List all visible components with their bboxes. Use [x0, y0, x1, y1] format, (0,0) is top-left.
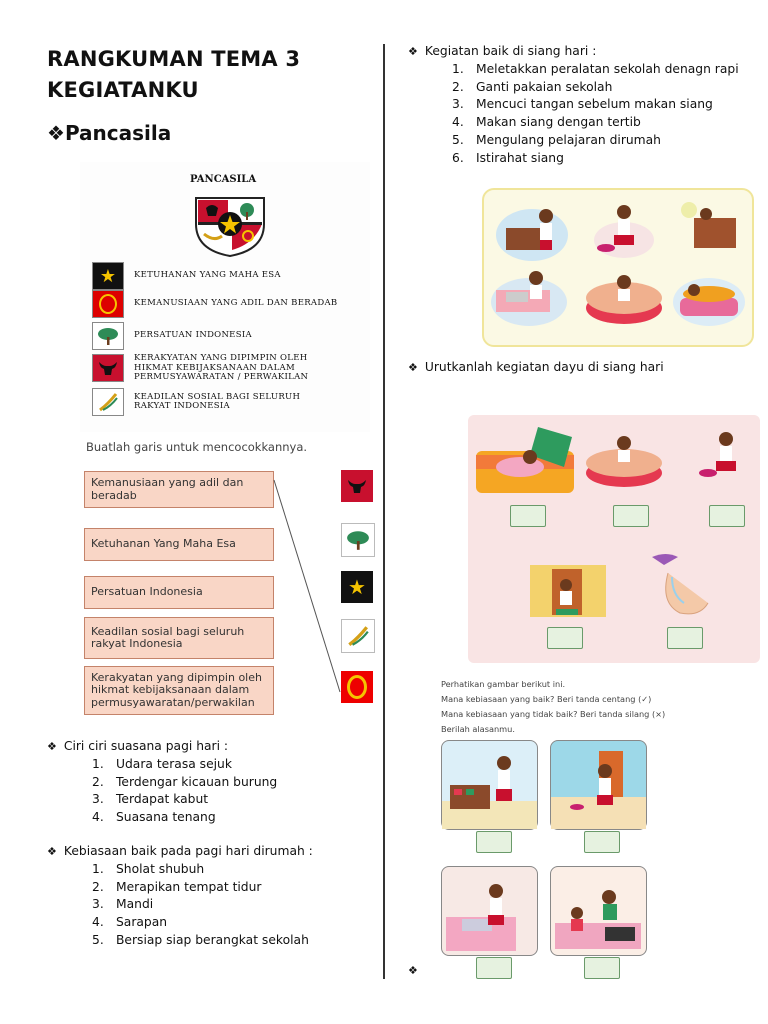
diamond-bullet-icon: ❖	[408, 361, 418, 374]
list-item: 3.Terdapat kabut	[92, 792, 209, 807]
list-item: 4.Sarapan	[92, 915, 168, 930]
sort-activities-heading: ❖Urutkanlah kegiatan dayu di siang hari	[408, 360, 664, 374]
star-symbol-icon[interactable]: ★	[341, 571, 373, 603]
pancasila-principle-5: KEADILAN SOSIAL BAGI SELURUH RAKYAT INDO…	[92, 388, 334, 416]
garuda-shield-icon	[195, 197, 265, 258]
exercise-card-4	[550, 866, 647, 956]
list-item: 3.Mandi	[92, 897, 154, 912]
diamond-bullet-icon: ❖	[47, 845, 57, 858]
list-item: 6.Istirahat siang	[452, 150, 564, 165]
putting-away-books-icon	[442, 756, 537, 829]
star-icon: ★	[92, 262, 124, 290]
column-divider	[383, 44, 385, 979]
activities-scene-icon	[491, 202, 745, 326]
playing-kitchen-icon	[555, 890, 641, 949]
exercise-card-3	[441, 866, 538, 956]
list-item: 4.Makan siang dengan tertib	[452, 115, 641, 130]
diamond-bullet-icon: ❖	[408, 964, 418, 977]
answer-box-3[interactable]	[709, 505, 745, 527]
matching-instruction: Buatlah garis untuk mencocokkannya.	[86, 440, 308, 454]
bull-head-symbol-icon[interactable]	[341, 470, 373, 502]
pancasila-figure: PANCASILA ★ KETUHANAN YANG MAHA ESA KEMA…	[80, 162, 370, 432]
answer-box-4[interactable]	[547, 627, 583, 649]
rice-cotton-symbol-icon[interactable]	[341, 619, 375, 653]
sorting-scene-icon	[476, 427, 736, 617]
answer-box-6[interactable]	[476, 831, 512, 853]
rice-cotton-icon	[92, 388, 124, 416]
answer-box-7[interactable]	[584, 831, 620, 853]
match-box-4[interactable]: Keadilan sosial bagi seluruh rakyat Indo…	[84, 617, 274, 659]
afternoon-activities-section: ❖Kegiatan baik di siang hari : 1.Meletak…	[408, 43, 742, 168]
answer-box-8[interactable]	[476, 957, 512, 979]
messy-shoes-icon	[551, 751, 646, 829]
banyan-tree-symbol-icon[interactable]	[341, 523, 375, 557]
exercise-instructions: Perhatikan gambar berikut ini. Mana kebi…	[441, 679, 666, 734]
answer-box-1[interactable]	[510, 505, 546, 527]
exercise-card-2	[550, 740, 647, 830]
sorting-exercise-illustration	[468, 415, 760, 663]
list-item: 3.Mencuci tangan sebelum makan siang	[452, 97, 713, 112]
list-item: 1.Meletakkan peralatan sekolah denagn ra…	[452, 61, 739, 76]
pancasila-principle-2: KEMANUSIAAN YANG ADIL DAN BERADAB	[92, 290, 337, 318]
bull-head-icon	[92, 354, 124, 383]
match-box-3[interactable]: Persatuan Indonesia	[84, 576, 274, 609]
chain-symbol-icon[interactable]	[341, 671, 373, 703]
list-item: 5.Mengulang pelajaran dirumah	[452, 132, 661, 147]
pancasila-figure-title: PANCASILA	[190, 174, 257, 185]
pancasila-principle-4: KERAKYATAN YANG DIPIMPIN OLEH HIKMAT KEB…	[92, 353, 344, 383]
diamond-bullet-icon: ❖	[47, 121, 65, 145]
list-item: 1.Sholat shubuh	[92, 861, 205, 876]
list-item: 5.Bersiap siap berangkat sekolah	[92, 932, 309, 947]
match-box-2[interactable]: Ketuhanan Yang Maha Esa	[84, 528, 274, 561]
pancasila-principle-3: PERSATUAN INDONESIA	[92, 322, 252, 350]
section-heading-pancasila: ❖Pancasila	[47, 121, 172, 145]
banyan-tree-icon	[92, 322, 124, 350]
match-box-1[interactable]: Kemanusiaan yang adil dan beradab	[84, 471, 274, 508]
morning-characteristics-section: ❖Ciri ciri suasana pagi hari : 1.Udara t…	[47, 738, 277, 827]
chain-icon	[92, 290, 124, 318]
answer-box-2[interactable]	[613, 505, 649, 527]
answer-box-5[interactable]	[667, 627, 703, 649]
match-box-5[interactable]: Kerakyatan yang dipimpin oleh hikmat keb…	[84, 666, 274, 715]
list-item: 2.Ganti pakaian sekolah	[452, 79, 613, 94]
exercise-card-1	[441, 740, 538, 830]
matching-line	[273, 479, 341, 693]
list-item: 1.Udara terasa sejuk	[92, 756, 232, 771]
diamond-bullet-icon: ❖	[47, 740, 57, 753]
morning-habits-section: ❖Kebiasaan baik pada pagi hari dirumah :…	[47, 843, 313, 950]
list-item: 4.Suasana tenang	[92, 810, 216, 825]
pancasila-principle-1: ★ KETUHANAN YANG MAHA ESA	[92, 262, 281, 290]
afternoon-activities-illustration	[482, 188, 754, 347]
list-item: 2.Terdengar kicauan burung	[92, 774, 278, 789]
washing-hands-icon	[446, 884, 516, 951]
list-item: 2.Merapikan tempat tidur	[92, 879, 262, 894]
diamond-bullet-icon: ❖	[408, 45, 418, 58]
answer-box-9[interactable]	[584, 957, 620, 979]
